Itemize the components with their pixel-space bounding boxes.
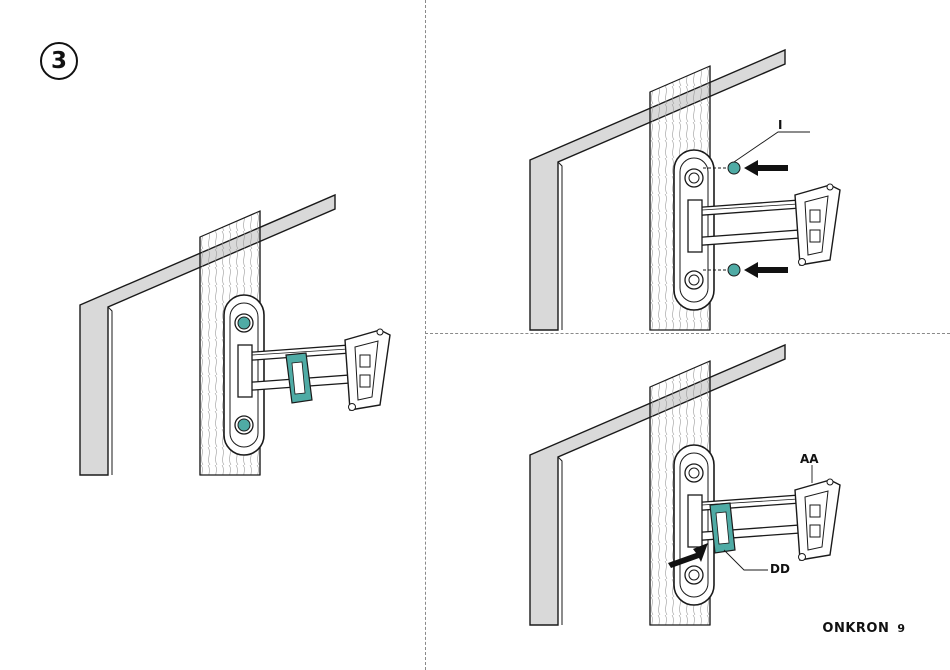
panel-attach-clip — [530, 345, 840, 625]
page-footer: ONKRON 9 — [822, 621, 905, 636]
callout-leader-clip — [724, 550, 768, 570]
callout-clip-label: DD — [770, 562, 790, 576]
nut-bottom — [238, 419, 250, 431]
callout-bracket-label: AA — [800, 452, 819, 466]
brand-name: ONKRON — [822, 621, 889, 636]
nut-top — [238, 317, 250, 329]
panel-install-nuts — [530, 50, 840, 330]
callout-nut-label: I — [778, 118, 782, 132]
arrow-left-icon — [744, 262, 788, 278]
arrow-left-icon — [744, 160, 788, 176]
panel-step-3-overview — [80, 195, 390, 475]
page-number: 9 — [897, 622, 905, 635]
callout-leader-nut — [734, 132, 810, 162]
